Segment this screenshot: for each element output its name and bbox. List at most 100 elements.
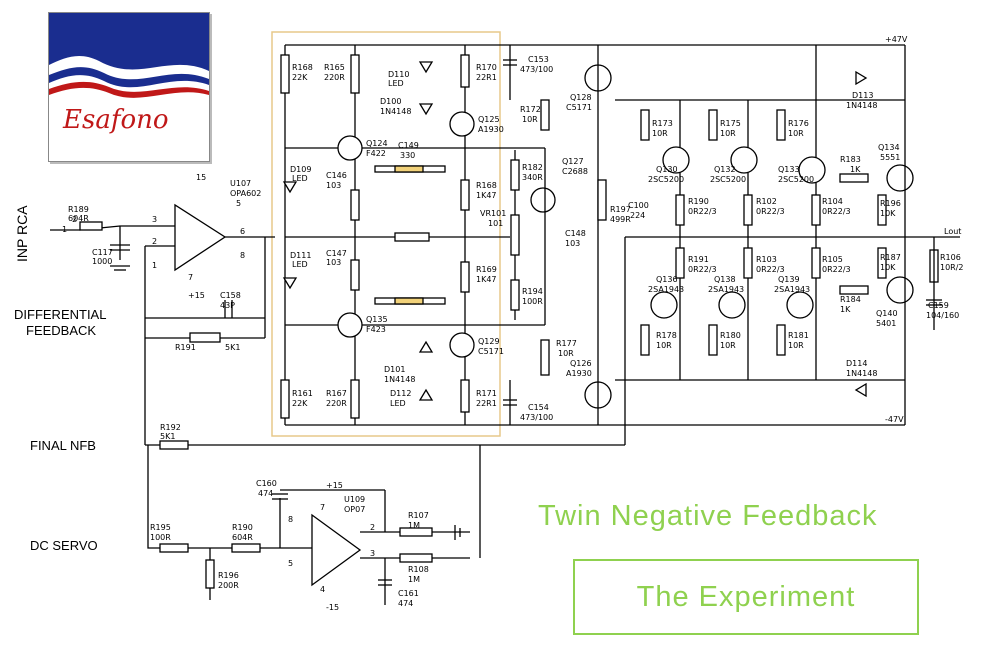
part-ref: R173 [652, 119, 673, 128]
part-val: 1M [408, 521, 420, 530]
pin-label: 5 [288, 559, 293, 568]
title-twin-negative-feedback: Twin Negative Feedback [538, 500, 878, 532]
part-ref: D113 [852, 91, 873, 100]
part-ref: D101 [384, 365, 405, 374]
part-val: 0R22/3 [822, 265, 851, 274]
part-labels: R189 604R C117 1000 U107 OPA602 C158 43P… [68, 55, 964, 608]
pin-label: 5 [236, 199, 241, 208]
part-ref: R176 [788, 119, 809, 128]
pin-label: 4 [320, 585, 325, 594]
part-val: 1K [850, 165, 861, 174]
part-ref: R194 [522, 287, 543, 296]
part-ref: C153 [528, 55, 549, 64]
part-val: C5171 [478, 347, 504, 356]
part-ref: D109 [290, 165, 311, 174]
part-val: 22K [292, 73, 308, 82]
pin-label: 7 [320, 503, 325, 512]
part-val: 0R22/3 [688, 265, 717, 274]
rail-labels: +47V -47V Lout [885, 35, 961, 424]
part-val: 43P [220, 301, 235, 310]
part-ref: U107 [230, 179, 251, 188]
part-val: F423 [366, 325, 386, 334]
part-val: OPA602 [230, 189, 261, 198]
part-val: 2SC5200 [710, 175, 746, 184]
pin-label: 15 [196, 173, 206, 182]
part-val: 2SA1943 [708, 285, 744, 294]
part-ref: Q135 [366, 315, 388, 324]
label-differential: DIFFERENTIAL [14, 307, 107, 322]
pin-label: 1 [152, 261, 157, 270]
part-val: 1N4148 [380, 107, 411, 116]
part-ref: R171 [476, 389, 497, 398]
pin-label: 8 [240, 251, 245, 260]
part-ref: Q125 [478, 115, 500, 124]
output-label: Lout [944, 227, 961, 236]
pin-label: 3 [370, 549, 375, 558]
part-val: 0R22/3 [756, 207, 785, 216]
part-val: C2688 [562, 167, 588, 176]
part-val: 100R [522, 297, 543, 306]
part-val: LED [390, 399, 406, 408]
part-val: 1N4148 [846, 101, 877, 110]
part-ref: Q124 [366, 139, 388, 148]
part-ref: R104 [822, 197, 843, 206]
part-ref: R191 [688, 255, 709, 264]
part-val: 474 [258, 489, 273, 498]
part-ref: C160 [256, 479, 277, 488]
part-ref: R106 [940, 253, 961, 262]
highlight-frame [271, 31, 501, 437]
part-ref: R187 [880, 253, 901, 262]
part-ref: R170 [476, 63, 497, 72]
part-ref: R167 [326, 389, 347, 398]
part-val: 10R [656, 341, 672, 350]
part-ref: R183 [840, 155, 861, 164]
part-ref: C161 [398, 589, 419, 598]
part-val: 10R [652, 129, 668, 138]
part-val: 5K1 [160, 432, 175, 441]
part-ref: R168 [476, 181, 497, 190]
part-ref: R182 [522, 163, 543, 172]
part-ref: Q136 [656, 275, 678, 284]
pin-label: 2 [152, 237, 157, 246]
part-ref: R196 [880, 199, 901, 208]
part-val: 10R [558, 349, 574, 358]
part-val: 103 [565, 239, 580, 248]
part-ref: Q130 [656, 165, 678, 174]
part-ref: R192 [160, 423, 181, 432]
part-ref: Q139 [778, 275, 800, 284]
pin-label: +15 [326, 481, 343, 490]
part-val: 103 [326, 258, 341, 267]
part-ref: R190 [688, 197, 709, 206]
part-val: 1M [408, 575, 420, 584]
part-val: 101 [488, 219, 503, 228]
part-val: 1N4148 [384, 375, 415, 384]
part-ref: Q133 [778, 165, 800, 174]
part-val: 604R [232, 533, 253, 542]
part-val: 473/100 [520, 65, 553, 74]
part-val: 5551 [880, 153, 900, 162]
part-val: 2SA1943 [648, 285, 684, 294]
part-ref: C158 [220, 291, 241, 300]
part-ref: C154 [528, 403, 549, 412]
part-ref: Q134 [878, 143, 900, 152]
pin-labels: 5 6 8 7 3 2 1 15 +15 8 7 2 3 5 4 +15 -15… [62, 173, 375, 612]
pin-label: 1 [62, 225, 67, 234]
pin-label: +15 [188, 291, 205, 300]
pin-label: 2 [72, 215, 77, 224]
title-box: The Experiment [573, 559, 919, 635]
part-val: 5401 [876, 319, 896, 328]
title-the-experiment: The Experiment [636, 580, 856, 613]
part-val: 10R [788, 129, 804, 138]
part-ref: R195 [150, 523, 171, 532]
part-ref: R197 [610, 205, 631, 214]
part-ref: C148 [565, 229, 586, 238]
part-val: 1K47 [476, 191, 497, 200]
part-val: 104/160 [926, 311, 959, 320]
part-ref: R191 [175, 343, 196, 352]
part-ref: Q140 [876, 309, 898, 318]
part-val: LED [292, 174, 308, 183]
pin-label: -15 [326, 603, 339, 612]
part-ref: R105 [822, 255, 843, 264]
